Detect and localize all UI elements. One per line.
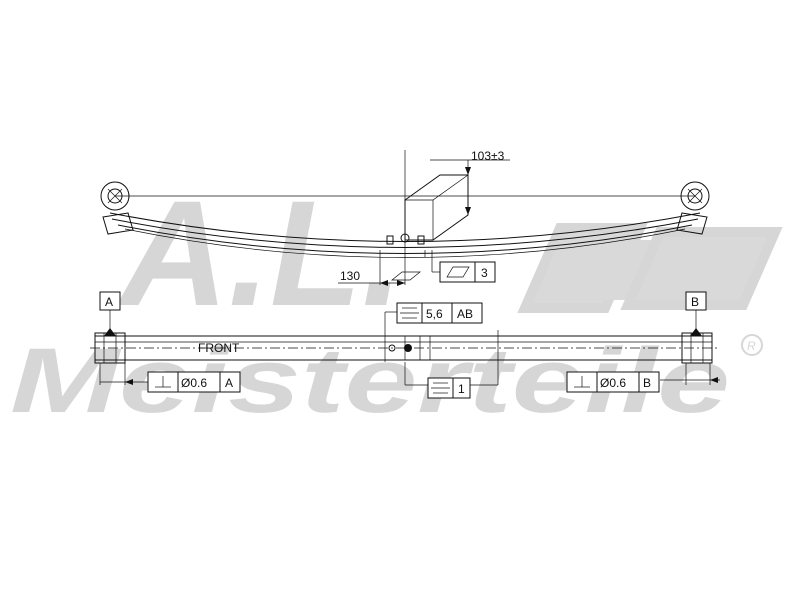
svg-text:R: R — [747, 339, 756, 353]
watermark: A.L. Meisterteile R — [10, 169, 783, 432]
watermark-logo-bars — [517, 223, 783, 313]
datum-a-label: A — [105, 295, 113, 309]
right-perp-datum: B — [643, 376, 651, 390]
parallelism-icon — [446, 266, 470, 278]
symmetry-datum: AB — [457, 307, 473, 321]
right-perp-frame: Ø0.6 B — [566, 363, 720, 393]
symmetry-frame-top: 5,6 AB — [384, 302, 483, 324]
right-perp-tolerance: Ø0.6 — [600, 376, 626, 390]
right-eye — [676, 181, 710, 235]
symmetry-value: 5,6 — [426, 307, 443, 321]
symmetry-icon — [400, 307, 419, 319]
height-dimension-label: 103±3 — [471, 149, 505, 163]
datum-a: A — [99, 291, 121, 336]
height-dimension: 103±3 — [430, 149, 510, 215]
perpendicular-icon — [155, 376, 171, 388]
symmetry-frame-bottom: 1 — [404, 362, 499, 399]
left-perp-datum: A — [225, 376, 233, 390]
datum-b-label: B — [691, 295, 699, 309]
offset-dimension-label: 130 — [340, 269, 360, 283]
left-perp-tolerance: Ø0.6 — [181, 376, 207, 390]
parallelism-value: 3 — [481, 266, 488, 280]
spring-side-view: 103±3 130 3 — [100, 149, 710, 286]
left-perp-frame: Ø0.6 A — [99, 363, 241, 393]
front-label: FRONT — [198, 341, 240, 355]
spring-plan-view: FRONT — [90, 322, 720, 364]
symmetry-icon-2 — [431, 382, 450, 394]
parallelism-frame: 3 — [424, 250, 496, 283]
datum-b: B — [685, 291, 707, 336]
offset-dimension: 130 — [338, 250, 421, 286]
symmetry-value-2: 1 — [458, 382, 465, 396]
left-eye — [100, 181, 134, 235]
perpendicular-icon-2 — [574, 376, 590, 388]
registered-mark-icon: R — [741, 334, 763, 356]
